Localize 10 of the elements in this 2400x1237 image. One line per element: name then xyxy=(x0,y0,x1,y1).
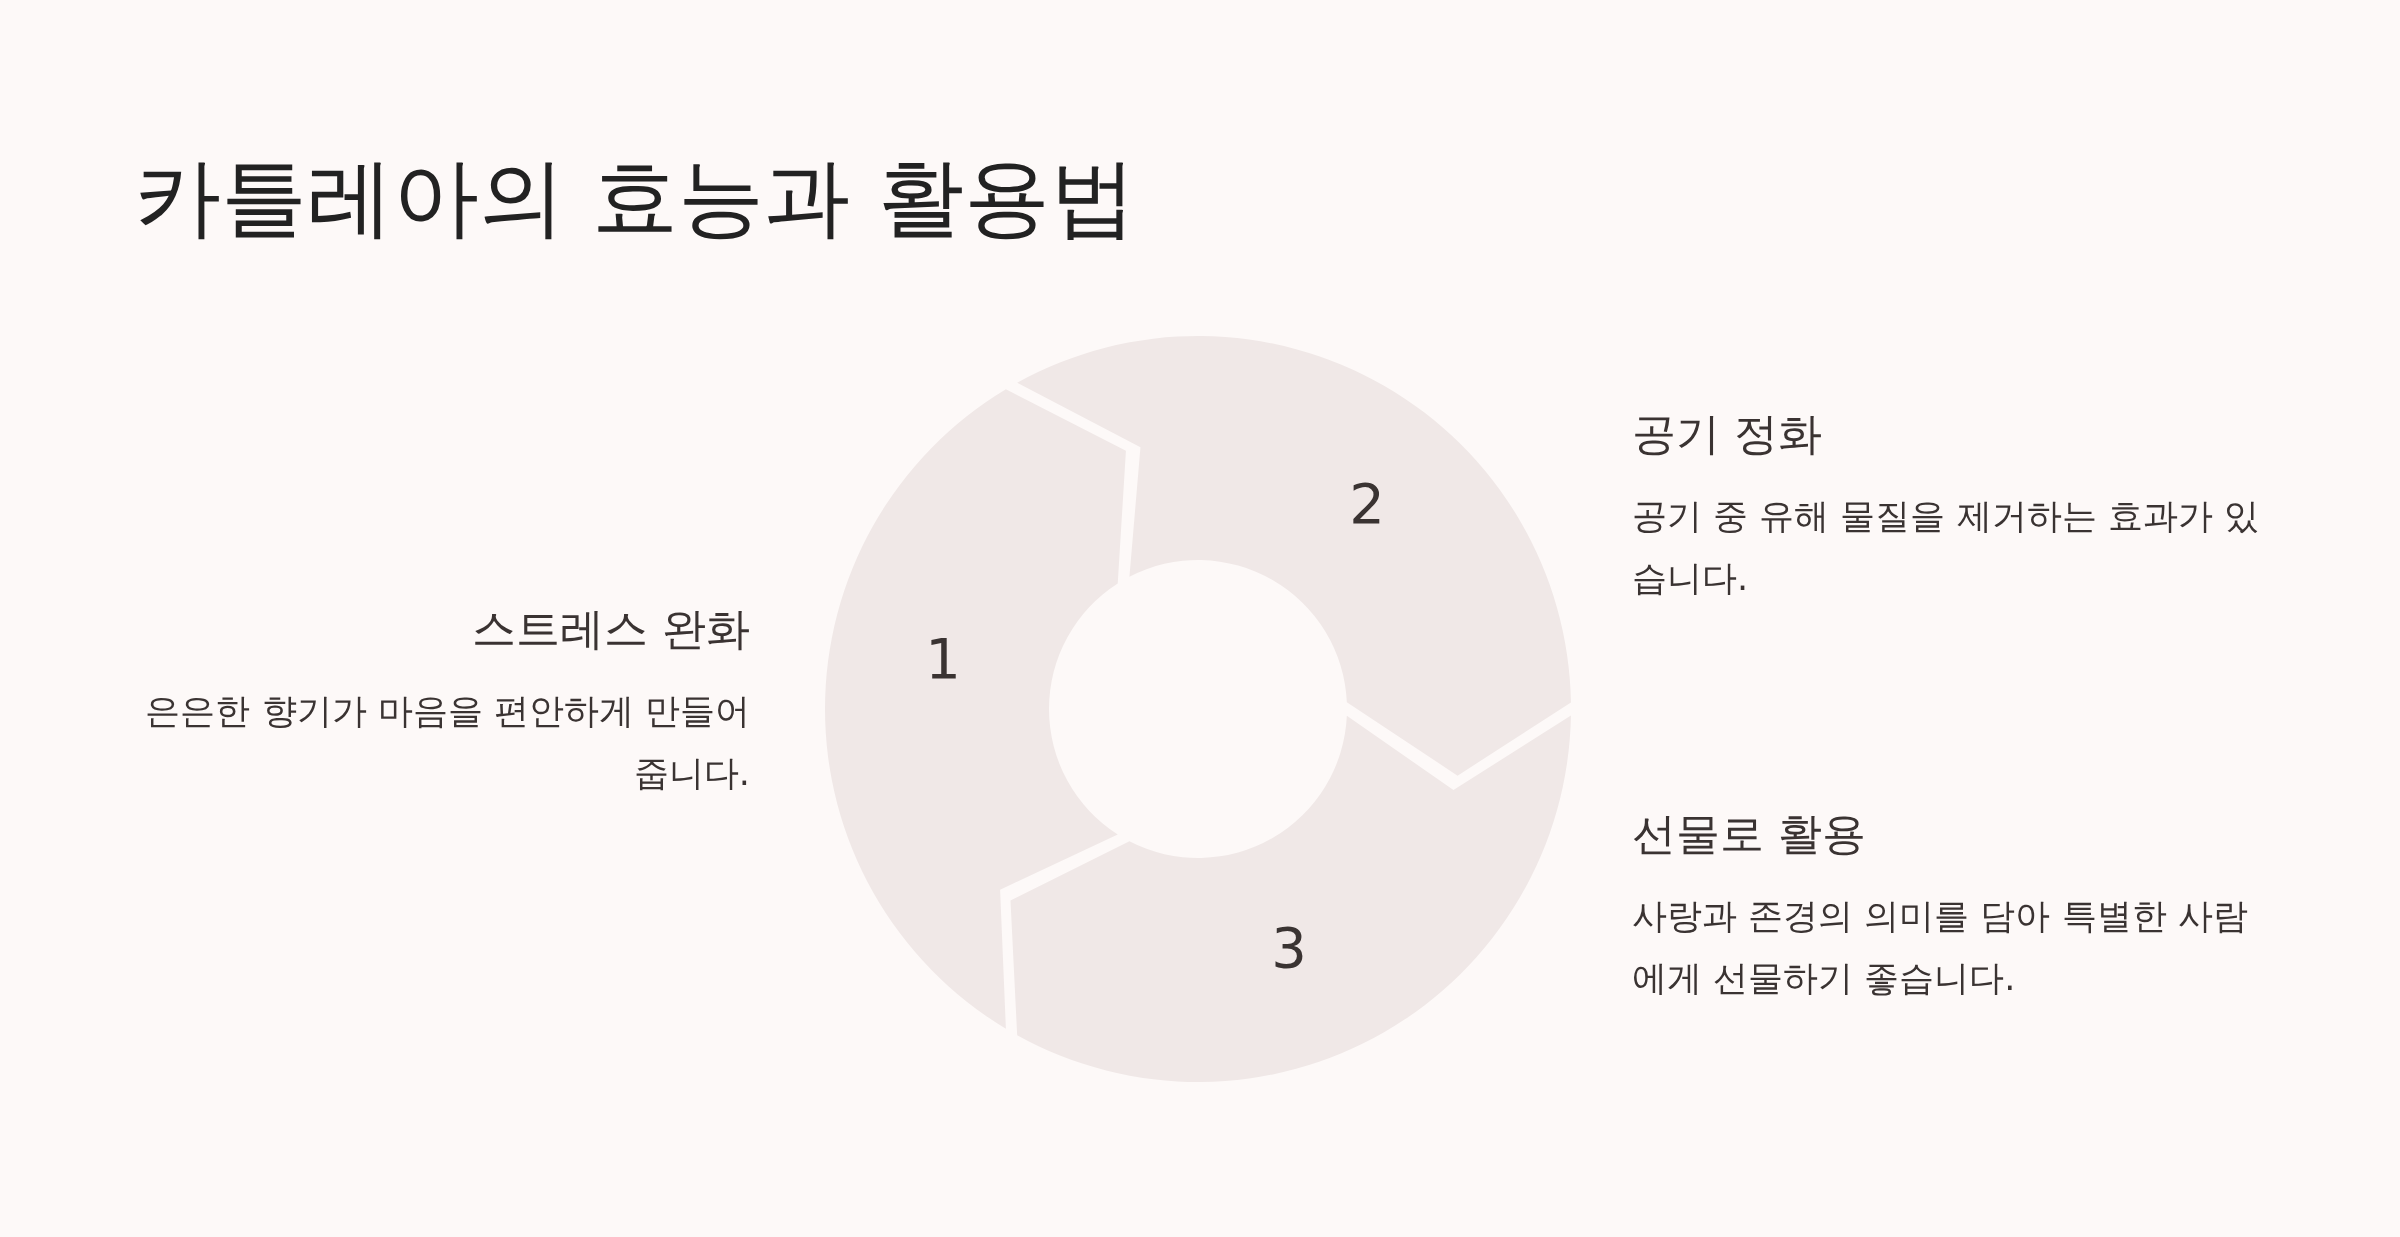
feature-heading: 스트레스 완화 xyxy=(472,602,750,656)
feature-description: 은은한 향기가 마음을 편안하게 만들어 줍니다. xyxy=(144,690,750,795)
step-number: 2 xyxy=(1349,471,1385,537)
feature-heading: 선물로 활용 xyxy=(1632,807,1866,861)
feature-description: 사랑과 존경의 의미를 담아 특별한 사람에게 선물하기 좋습니다. xyxy=(1632,895,2249,1000)
step-number: 3 xyxy=(1271,915,1307,981)
slide-title: 카틀레아의 효능과 활용법 xyxy=(135,146,1136,249)
feature-heading: 공기 정화 xyxy=(1632,407,1822,461)
feature-description: 공기 중 유해 물질을 제거하는 효과가 있습니다. xyxy=(1632,495,2260,600)
step-number: 1 xyxy=(925,626,961,692)
